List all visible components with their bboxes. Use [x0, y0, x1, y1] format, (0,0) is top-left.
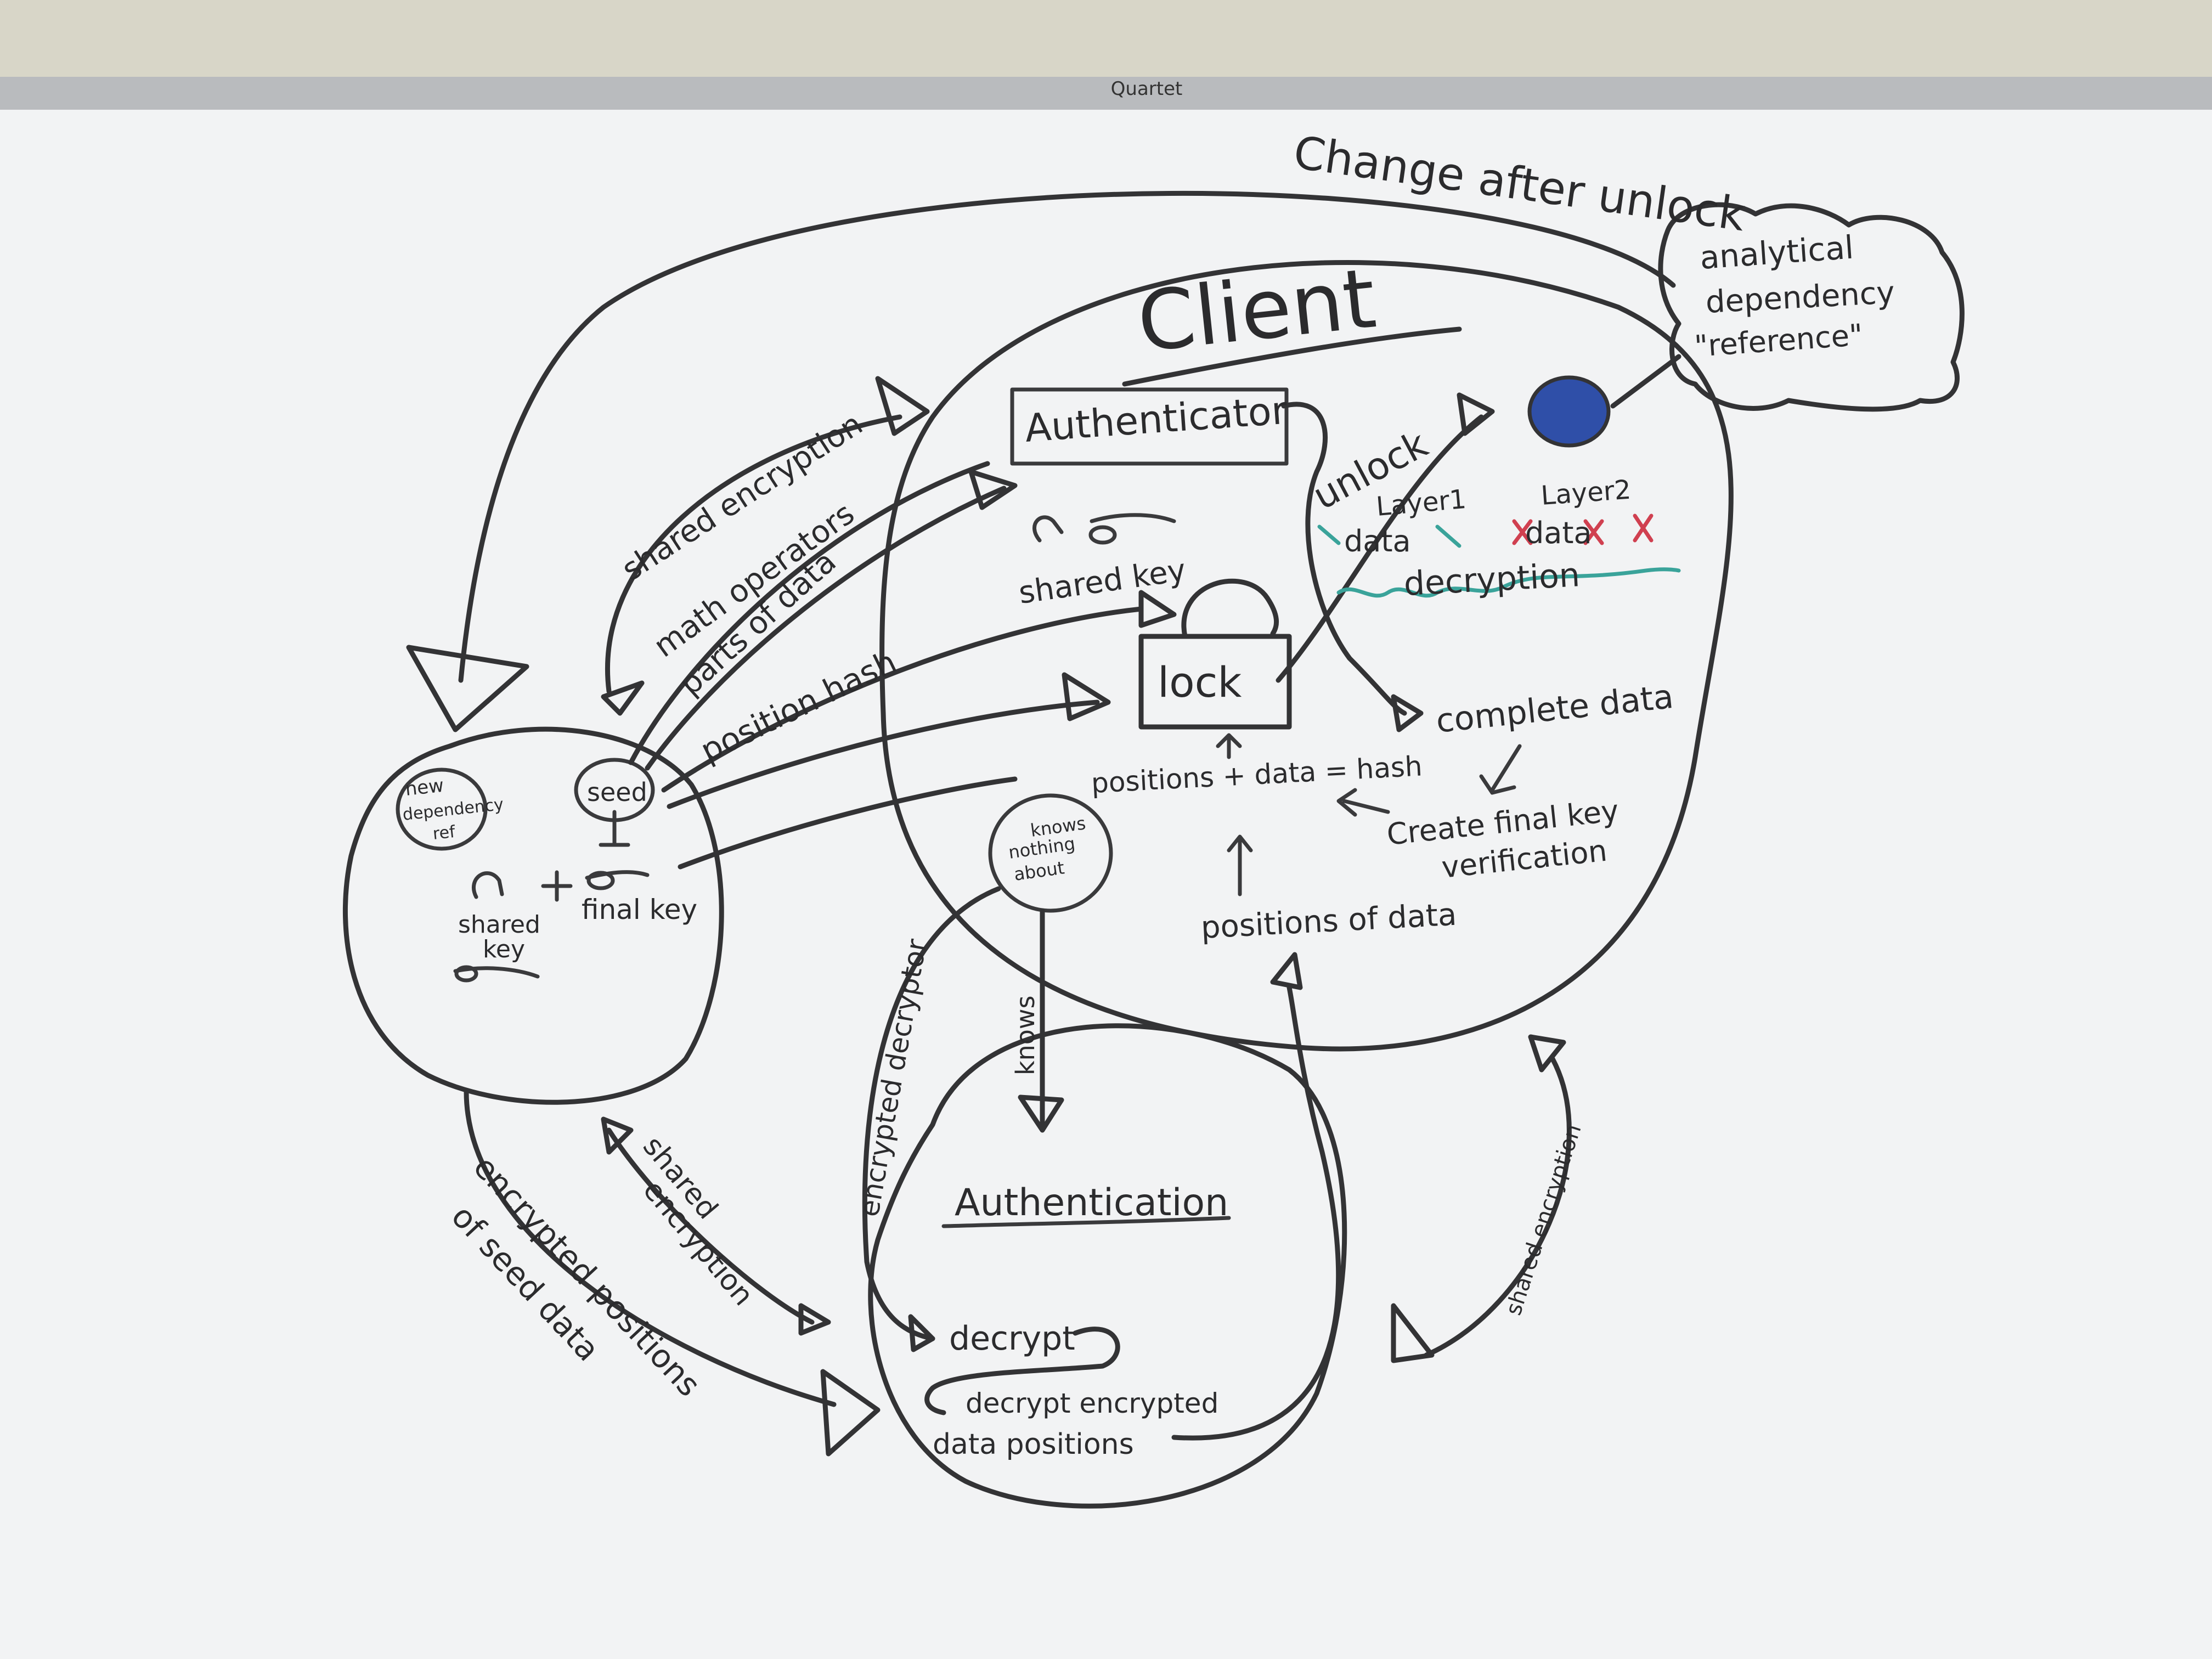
edge-math-operators [628, 461, 990, 765]
authentication-underline [941, 1216, 1231, 1228]
edge-position-hash [661, 606, 1144, 793]
arrowhead-complete-data [1391, 694, 1424, 732]
authentication-title: Authentication [955, 1181, 1228, 1224]
edge-encrypted-decryptor [862, 886, 1001, 1341]
arrowhead-position-hash-lower [1062, 672, 1111, 721]
edge-shared-encryption-left [606, 1127, 815, 1325]
decrypt-loop [924, 1327, 1120, 1415]
edge-authenticator-curve [1281, 402, 1407, 716]
cloud-note [1658, 202, 1965, 412]
arrowhead-knows [1018, 1094, 1064, 1133]
final-key-icon [585, 870, 650, 890]
seed-shared-key-line-2: key [483, 935, 525, 963]
lock-shackle [1181, 578, 1279, 639]
new-dependency-line-1: new [404, 775, 445, 800]
cloud-connector [1610, 354, 1681, 409]
seed-label: seed [587, 777, 647, 807]
data-positions-label: data positions [933, 1428, 1134, 1461]
plus-sign [541, 870, 573, 902]
edge-parts-of-data [645, 486, 1007, 771]
layer2-data-label: data [1525, 516, 1592, 550]
edge-encrypted-positions [464, 1089, 837, 1407]
board-frame-top [0, 77, 2212, 115]
lock-label: lock [1158, 658, 1242, 707]
authenticator-box [1010, 387, 1289, 466]
shared-key-icon-client [1032, 513, 1176, 545]
edge-finalkey-to-client [678, 776, 1018, 870]
teal-underline [1336, 567, 1681, 598]
decrypt-encrypted-label: decrypt encrypted [966, 1387, 1218, 1419]
arrowhead-unlock [1457, 392, 1495, 436]
teal-slash-1 [1317, 524, 1462, 548]
arrow-create-to-hash [1336, 788, 1390, 817]
blue-reference-node [1527, 375, 1611, 448]
decryption-label: decryption [1403, 556, 1581, 603]
arrowhead-shared-left-bottom [798, 1303, 831, 1336]
client-title-underline [1122, 326, 1462, 387]
knows-nothing-circle [988, 793, 1113, 913]
layer2-label: Layer2 [1540, 475, 1632, 511]
client-circle [879, 259, 1734, 1052]
layer1-data-label: data [1344, 524, 1411, 558]
arrow-hash-to-lock [1216, 733, 1242, 759]
decrypt-label: decrypt [949, 1319, 1075, 1358]
arrowhead-shared-encryption-top [875, 376, 930, 436]
arrowhead-encrypted-positions [820, 1369, 881, 1457]
brand-label: Quartet [1111, 78, 1183, 100]
arrow-complete-to-create [1479, 744, 1522, 795]
new-dependency-ref-circle [396, 768, 488, 851]
arrowhead-shared-right-bottom [1391, 1303, 1435, 1363]
arrowhead-position-hash-lock [1138, 590, 1177, 628]
seed-shared-key-line-1: shared [458, 911, 540, 939]
arrowhead-shared-right-top [1528, 1034, 1566, 1073]
arrowhead-new-dependency [406, 645, 529, 732]
final-key-label: final key [582, 894, 697, 926]
edge-position-hash-lower [667, 699, 1100, 809]
edge-shared-encryption-right [1424, 1056, 1572, 1358]
arc-change-after-unlock [458, 190, 1676, 683]
arrowhead-parts-of-data [968, 469, 1018, 510]
arrowhead-shared-left-top [601, 1116, 634, 1155]
lock-box [1138, 634, 1292, 730]
red-cross-3 [1633, 514, 1654, 543]
shared-key-icon-seed [453, 871, 540, 983]
seed-to-finalkey-arrow [599, 810, 630, 847]
arrowhead-shared-encryption-top-back [601, 680, 645, 716]
edge-shared-encryption-top [605, 414, 902, 694]
board-surface [0, 110, 2212, 1659]
edge-unlock [1276, 414, 1484, 683]
red-cross-1 [1512, 519, 1533, 545]
arrowhead-positions-of-data [1270, 952, 1303, 990]
seed-circle [574, 758, 655, 822]
seed-blob [342, 726, 724, 1105]
new-dependency-line-3: ref [432, 822, 457, 844]
arrow-positions-up [1227, 834, 1253, 896]
wall [0, 0, 2212, 82]
edge-positions-of-data [1171, 985, 1341, 1441]
knows-label: knows [1011, 995, 1040, 1075]
red-cross-2 [1583, 519, 1604, 545]
arrowhead-encrypted-decryptor [908, 1314, 935, 1352]
